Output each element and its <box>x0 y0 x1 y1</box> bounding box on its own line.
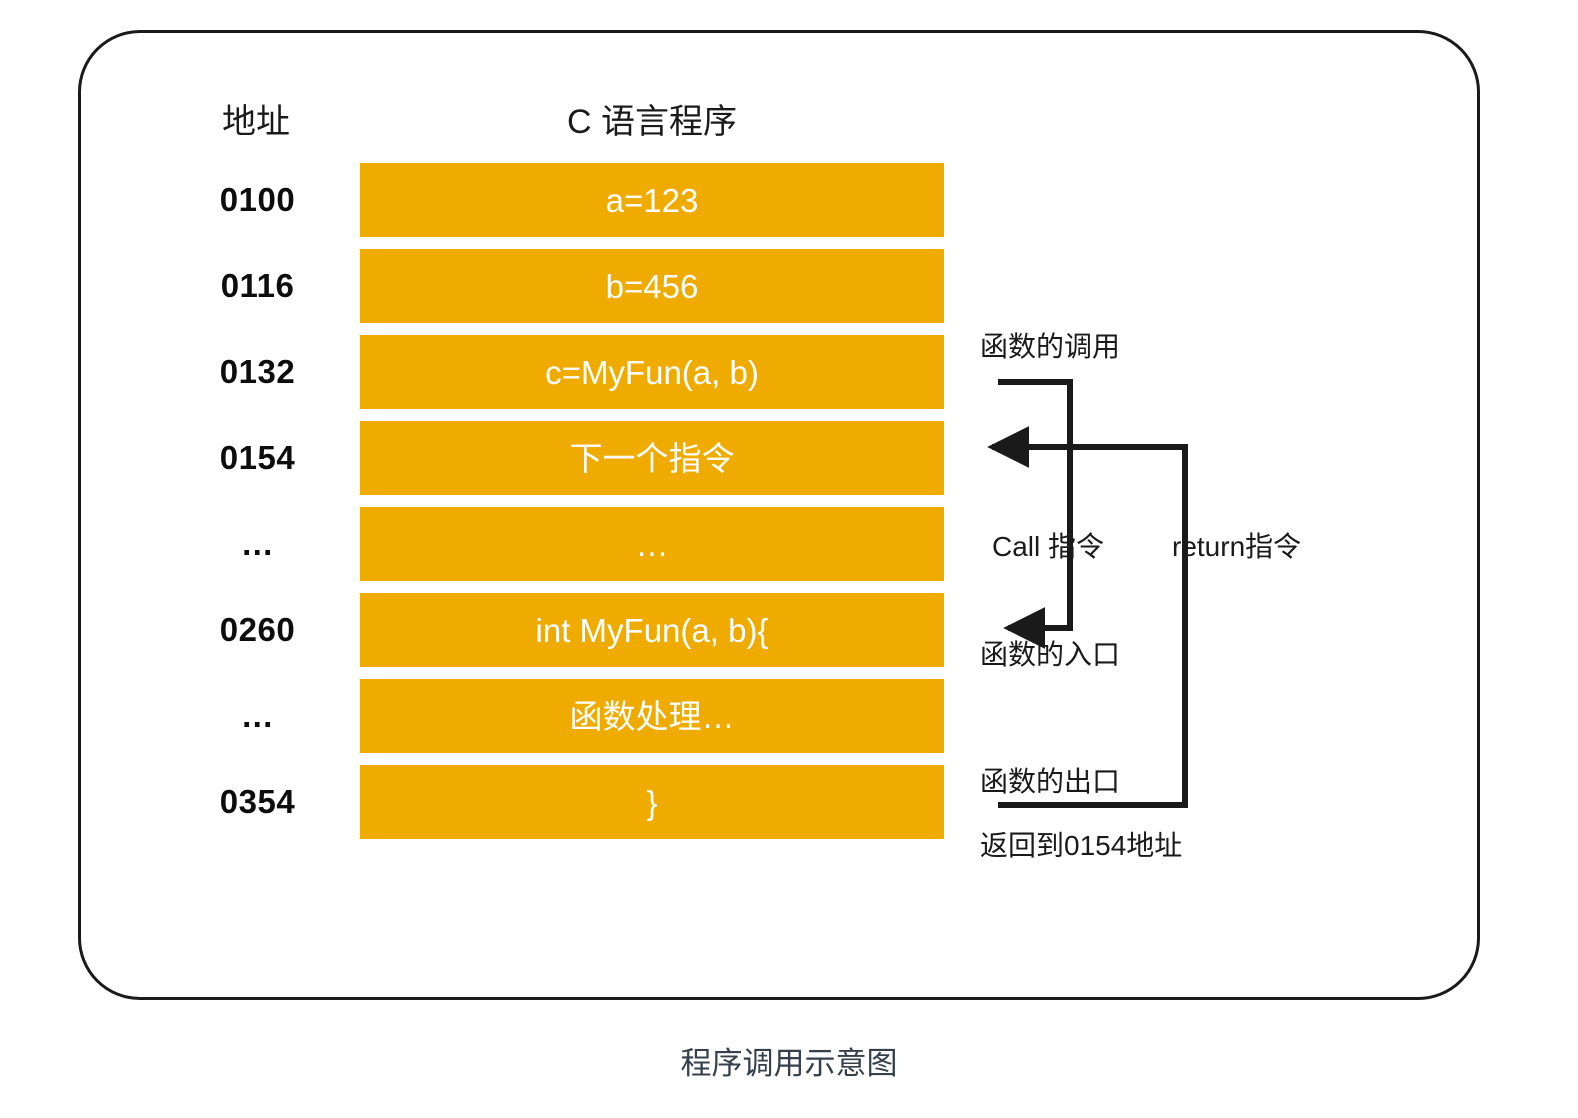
memory-row: 0354} <box>0 765 1578 839</box>
annotation-function-call: 函数的调用 <box>980 331 1121 362</box>
memory-row: 0132 c=MyFun(a, b) <box>0 335 1578 409</box>
memory-row-code: … <box>635 525 669 563</box>
memory-row: …… <box>0 507 1578 581</box>
annotation-return-address: 返回到0154地址 <box>980 830 1183 861</box>
memory-row-address: … <box>240 697 275 734</box>
memory-row-code: 下一个指令 <box>569 439 735 477</box>
memory-row-bar: c=MyFun(a, b) <box>360 335 944 409</box>
memory-row-address: 0260 <box>219 611 296 648</box>
memory-row-bar: int MyFun(a, b){ <box>360 593 944 667</box>
column-header-address: 地址 <box>222 103 290 141</box>
memory-row-address: … <box>240 525 275 562</box>
memory-row: … 函数处理… <box>0 679 1578 753</box>
memory-row-bar: … <box>360 507 944 581</box>
annotation-call-instruction: Call 指令 <box>992 531 1105 562</box>
memory-row-list: 0100 a=123 0116 b=456 0132 c=MyFun(a, b) 0154 下… <box>0 163 1578 851</box>
annotation-function-exit: 函数的出口 <box>980 766 1121 797</box>
annotation-function-entry: 函数的入口 <box>980 639 1121 670</box>
memory-row-code: b=456 <box>605 267 699 305</box>
memory-row-address: 0116 <box>220 267 295 304</box>
memory-row-code: } <box>646 783 658 821</box>
memory-row-bar: a=123 <box>360 163 944 237</box>
memory-row-address: 0354 <box>219 783 296 820</box>
memory-row-bar: 下一个指令 <box>360 421 944 495</box>
memory-row-address: 0100 <box>219 181 296 218</box>
memory-row-bar: } <box>360 765 944 839</box>
memory-row-bar: b=456 <box>360 249 944 323</box>
memory-row-address: 0132 <box>219 353 296 390</box>
memory-row-address: 0154 <box>219 439 296 476</box>
memory-row: 0260 int MyFun(a, b){ <box>0 593 1578 667</box>
memory-row-code: int MyFun(a, b){ <box>535 611 769 649</box>
memory-row: 0100 a=123 <box>0 163 1578 237</box>
memory-row-bar: 函数处理… <box>360 679 944 753</box>
memory-row: 0116 b=456 <box>0 249 1578 323</box>
memory-row-code: a=123 <box>605 181 699 219</box>
figure-caption: 程序调用示意图 <box>680 1046 898 1081</box>
memory-row: 0154 下一个指令 <box>0 421 1578 495</box>
memory-row-code: 函数处理… <box>569 697 735 735</box>
column-header-program: C 语言程序 <box>567 103 737 141</box>
memory-row-code: c=MyFun(a, b) <box>545 353 759 391</box>
annotation-return-instruction: return指令 <box>1172 531 1302 562</box>
